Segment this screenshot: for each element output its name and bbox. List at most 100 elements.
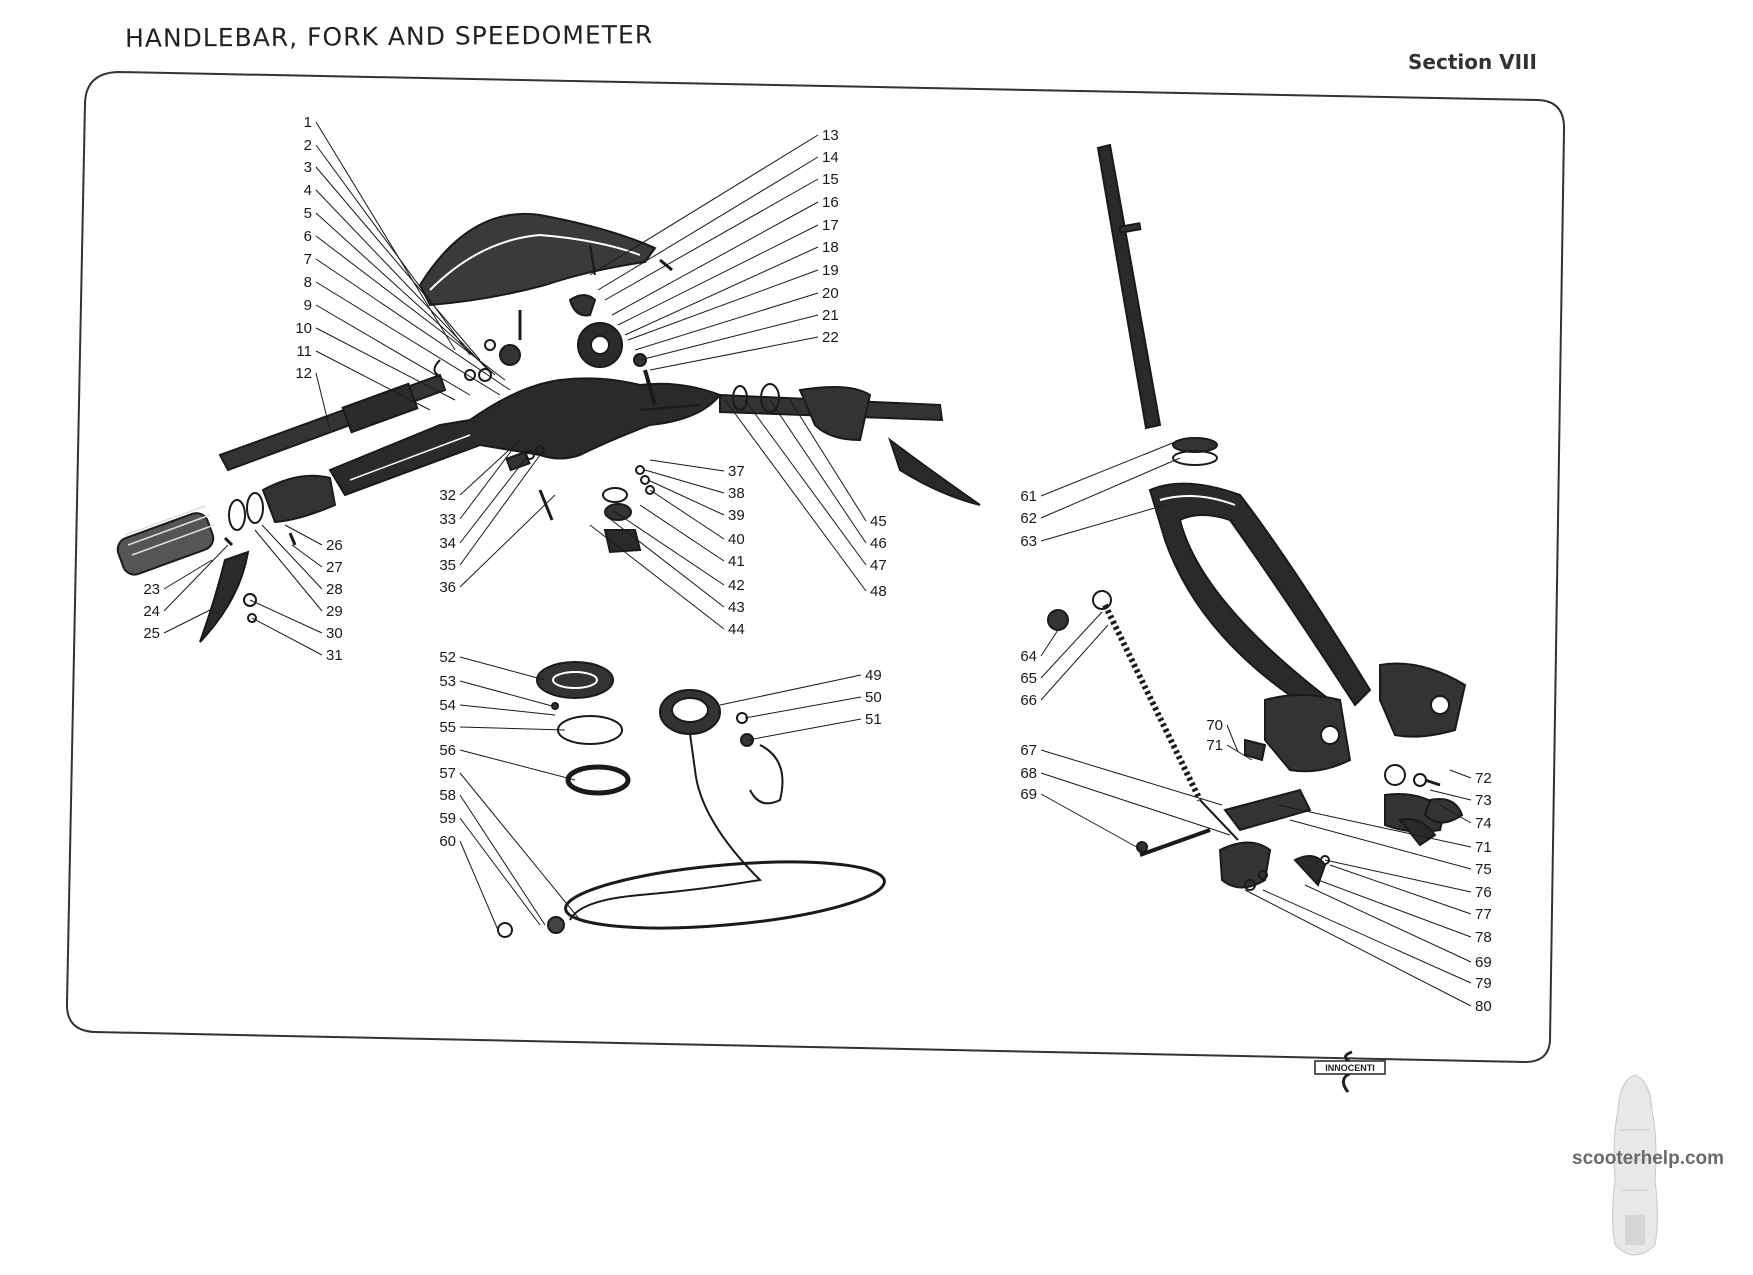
leader-line [459,726,566,731]
leader-line [1449,769,1472,779]
part-number-label: 61 [1020,488,1037,505]
leader-line [315,212,496,376]
leader-line [251,617,323,656]
part-number-label: 36 [439,579,456,596]
cable-nut-59 [547,916,565,934]
leader-line [261,524,323,590]
circlip-60 [497,922,513,938]
part-number-label: 7 [304,251,312,268]
part-number-label: 6 [304,228,312,245]
handlebar-body [328,377,722,497]
leader-line [1040,624,1109,701]
throttle-sleeve [341,382,419,434]
part-number-label: 37 [728,463,745,480]
washer-28 [228,499,246,531]
steering-column [1096,143,1162,430]
leader-line [459,840,499,931]
speedo-cover [536,661,614,699]
brake-bracket [798,386,872,442]
part-number-label: 40 [728,531,745,548]
clutch-bracket [261,474,337,524]
brake-lever [888,437,981,506]
part-number-label: 31 [326,647,343,664]
leader-line [1040,504,1166,542]
leader-line [163,559,213,590]
leader-line [291,544,323,568]
leader-line [315,281,501,396]
leader-line [459,749,576,781]
leader-line [1040,793,1143,851]
leader-line [315,235,506,381]
part-number-label: 16 [822,194,839,211]
part-number-label: 20 [822,285,839,302]
headlamp-cowl [418,212,657,307]
part-number-label: 14 [822,149,839,166]
part-number-label: 56 [439,742,456,759]
part-number-label: 71 [1475,839,1492,856]
leader-line [315,144,471,356]
leader-line [459,656,546,681]
part-number-label: 11 [296,343,312,360]
scooter-watermark-icon [1612,1074,1658,1256]
part-number-label: 18 [822,239,839,256]
svg-text:INNOCENTI: INNOCENTI [1325,1063,1375,1073]
part-number-label: 58 [439,787,456,804]
damper-body [1223,788,1312,832]
suspension-spring [1102,603,1203,802]
leader-line [724,399,867,592]
leader-line [459,794,546,926]
leader-line [163,544,229,612]
part-number-label: 49 [865,667,882,684]
leader-line [744,399,867,566]
part-number-label: 47 [870,557,887,574]
part-number-label: 24 [143,603,160,620]
leader-line [789,399,867,522]
leader-line [459,817,541,926]
part-number-label: 38 [728,485,745,502]
damper-arm [1218,841,1272,889]
part-number-label: 15 [822,171,839,188]
part-number-label: 28 [326,581,343,598]
part-number-label: 48 [870,583,887,600]
part-number-label: 71 [1206,737,1223,754]
part-number-label: 69 [1020,786,1037,803]
leader-line [649,459,725,472]
part-label-layer: 1234567891011121314151617181920212223242… [143,114,1491,1015]
part-number-label: 45 [870,513,887,530]
leader-line [639,314,819,361]
leader-line [604,514,725,608]
leader-line [459,439,521,496]
leader-line [1040,749,1223,806]
leader-line [597,156,819,291]
part-number-label: 69 [1475,954,1492,971]
part-number-label: 60 [439,833,456,850]
leader-line [604,178,819,301]
part-number-label: 50 [865,689,882,706]
leader-line [1262,889,1472,984]
part-number-label: 55 [439,719,456,736]
part-number-label: 79 [1475,975,1492,992]
leader-line [1439,804,1472,824]
part-number-label: 74 [1475,815,1492,832]
part-number-label: 33 [439,511,456,528]
leader-line [315,121,456,351]
leader-line [624,246,819,336]
speedo-glass [557,715,623,745]
leader-line [315,350,431,411]
part-number-label: 59 [439,810,456,827]
part-number-label: 2 [304,137,312,154]
leader-line [315,166,481,361]
part-number-label: 21 [822,307,839,324]
part-number-label: 19 [822,262,839,279]
part-number-label: 3 [304,159,312,176]
section-label: Section VIII [1408,50,1537,74]
leader-line [1226,724,1239,753]
part-number-label: 63 [1020,533,1037,550]
washer-29 [246,492,264,524]
leader-line [459,772,581,921]
leader-line [639,504,725,562]
leader-line [589,524,725,630]
part-number-label: 46 [870,535,887,552]
part-number-label: 51 [865,711,882,728]
